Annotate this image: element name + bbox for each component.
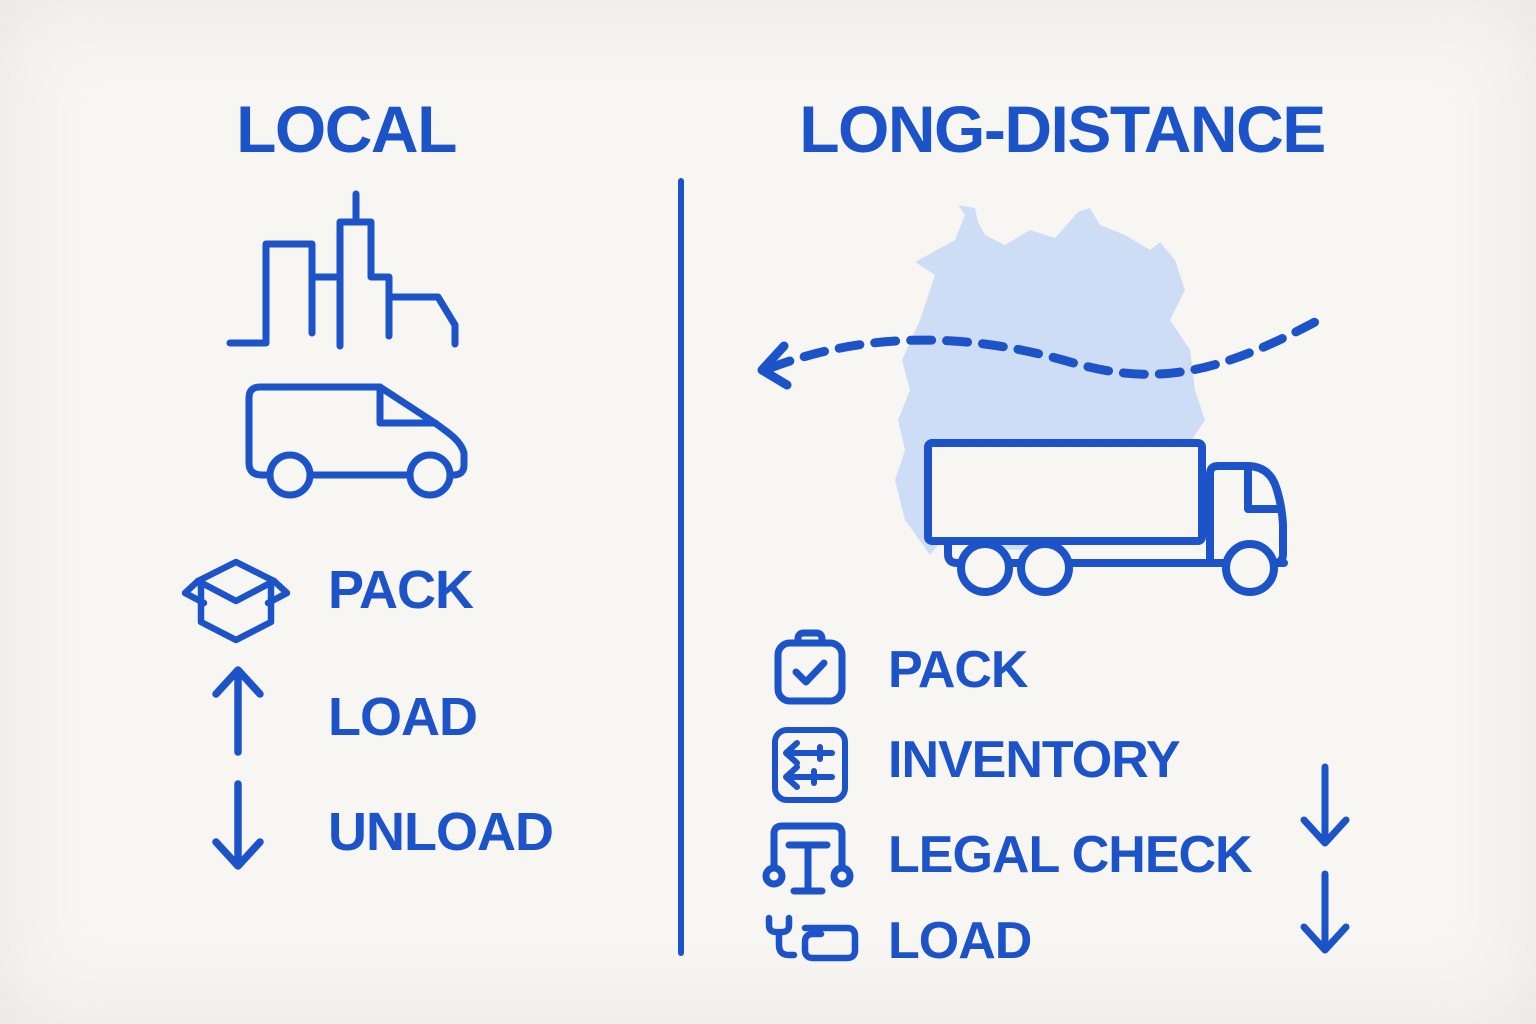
local-step-unload-label: UNLOAD — [328, 802, 554, 862]
longdistance-step-legalcheck-label: LEGAL CHECK — [888, 826, 1253, 884]
flow-arrow-down-icon — [1297, 763, 1353, 851]
arrow-up-icon — [207, 660, 269, 756]
longdistance-step-load-label: LOAD — [888, 912, 1032, 970]
flow-arrow-down-icon — [1297, 870, 1353, 958]
local-step-load-label: LOAD — [328, 687, 478, 747]
left-column-title: LOCAL — [236, 92, 457, 166]
longdistance-step-inventory-label: INVENTORY — [888, 731, 1180, 789]
right-column-title: LONG-DISTANCE — [799, 92, 1326, 166]
column-divider — [678, 178, 684, 956]
arrow-down-icon — [207, 780, 269, 876]
inventory-transfer-icon — [770, 725, 850, 805]
hand-truck-icon — [763, 912, 859, 972]
semi-truck-icon — [920, 435, 1305, 600]
legal-scale-icon — [762, 815, 854, 901]
van-icon — [238, 376, 478, 501]
briefcase-check-icon — [770, 627, 850, 707]
city-skyline-icon — [222, 186, 478, 356]
dashed-route-arrow — [740, 300, 1340, 410]
longdistance-step-pack-label: PACK — [888, 641, 1028, 699]
local-step-pack-label: PACK — [328, 560, 474, 620]
open-box-icon — [176, 534, 296, 646]
